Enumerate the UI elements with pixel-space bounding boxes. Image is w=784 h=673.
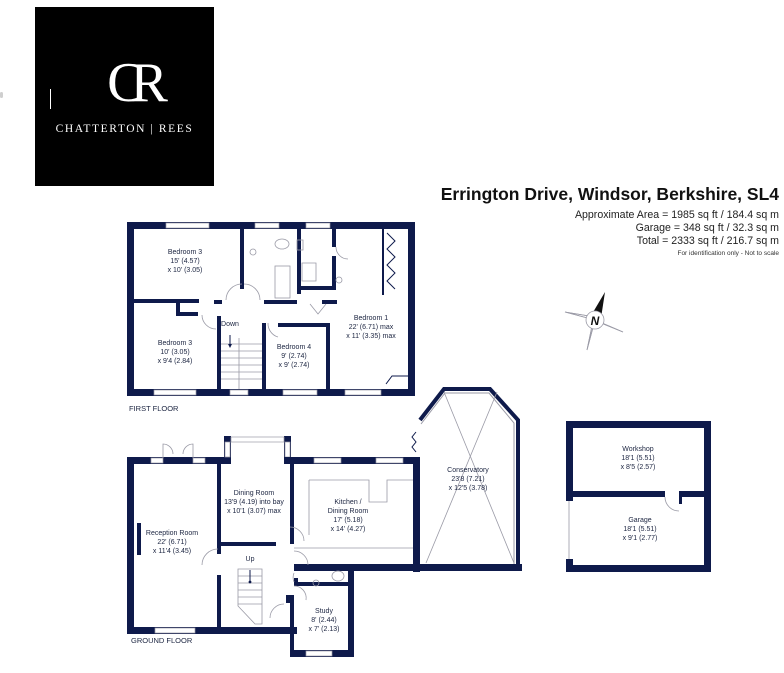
room-dining: Dining Room 13'9 (4.19) into bay x 10'1 …: [224, 490, 284, 515]
svg-text:18'1 (5.51): 18'1 (5.51): [623, 526, 656, 533]
north-compass-icon: N: [564, 292, 624, 351]
room-bedroom-3a: Bedroom 3 15' (4.57) x 10' (3.05): [168, 249, 203, 274]
svg-text:Reception Room: Reception Room: [146, 530, 198, 537]
garage-area: Garage = 348 sq ft / 32.3 sq m: [635, 222, 779, 234]
svg-text:x 14' (4.27): x 14' (4.27): [331, 526, 366, 533]
svg-text:x 11'4 (3.45): x 11'4 (3.45): [153, 548, 191, 555]
svg-text:Workshop: Workshop: [622, 446, 653, 453]
svg-text:N: N: [591, 314, 600, 328]
svg-text:18'1 (5.51): 18'1 (5.51): [621, 455, 654, 462]
room-reception: Reception Room 22' (6.71) x 11'4 (3.45): [146, 530, 198, 555]
svg-text:13'9 (4.19) into bay: 13'9 (4.19) into bay: [224, 499, 284, 506]
room-conservatory: Conservatory 23'8 (7.21) x 12'5 (3.78): [447, 467, 489, 492]
ground-floor-label: GROUND FLOOR: [131, 636, 193, 645]
svg-text:Study: Study: [315, 608, 333, 615]
svg-text:Conservatory: Conservatory: [447, 467, 489, 474]
garage-plan: Workshop 18'1 (5.51) x 8'5 (2.57) Garage…: [566, 421, 711, 572]
svg-text:x 12'5 (3.78): x 12'5 (3.78): [449, 485, 488, 492]
approximate-area: Approximate Area = 1985 sq ft / 184.4 sq…: [574, 209, 779, 221]
room-workshop: Workshop 18'1 (5.51) x 8'5 (2.57): [621, 446, 656, 471]
svg-text:15' (4.57): 15' (4.57): [170, 258, 199, 265]
svg-text:10' (3.05): 10' (3.05): [160, 349, 189, 356]
stairs-up-label: Up: [246, 556, 255, 563]
svg-text:x 9' (2.74): x 9' (2.74): [279, 362, 310, 369]
property-title: Errington Drive, Windsor, Berkshire, SL4: [440, 184, 779, 204]
total-area: Total = 2333 sq ft / 216.7 sq m: [636, 235, 779, 247]
svg-text:x 11' (3.35) max: x 11' (3.35) max: [346, 333, 396, 340]
svg-text:23'8 (7.21): 23'8 (7.21): [451, 476, 484, 483]
scale-disclaimer: For identification only - Not to scale: [677, 250, 779, 257]
edge-marker: [0, 92, 3, 98]
room-bedroom-4: Bedroom 4 9' (2.74) x 9' (2.74): [277, 344, 311, 369]
room-garage: Garage 18'1 (5.51) x 9'1 (2.77): [623, 517, 658, 542]
stairs-down-label: Down: [221, 321, 239, 328]
room-bedroom-1: Bedroom 1 22' (6.71) max x 11' (3.35) ma…: [346, 315, 396, 340]
logo-divider: [50, 89, 51, 109]
stairs-icon: [221, 335, 262, 389]
svg-text:x 8'5 (2.57): x 8'5 (2.57): [621, 464, 656, 471]
svg-text:9' (2.74): 9' (2.74): [281, 353, 306, 360]
first-floor-label: FIRST FLOOR: [129, 404, 179, 413]
svg-text:x 9'1 (2.77): x 9'1 (2.77): [623, 535, 658, 542]
svg-text:Bedroom 3: Bedroom 3: [168, 249, 202, 256]
svg-text:x 10'1 (3.07) max: x 10'1 (3.07) max: [227, 508, 281, 515]
svg-text:x 7' (2.13): x 7' (2.13): [309, 626, 340, 633]
svg-text:8' (2.44): 8' (2.44): [311, 617, 336, 624]
conservatory-outline: [411, 387, 522, 571]
svg-text:Garage: Garage: [628, 517, 651, 524]
svg-text:Kitchen /: Kitchen /: [334, 499, 361, 506]
brand-logo: CR CHATTERTON | REES: [35, 7, 214, 186]
svg-text:Dining Room: Dining Room: [328, 508, 369, 515]
svg-text:Dining Room: Dining Room: [234, 490, 275, 497]
svg-text:22' (6.71): 22' (6.71): [157, 539, 186, 546]
svg-text:22' (6.71) max: 22' (6.71) max: [349, 324, 394, 331]
logo-wordmark: CHATTERTON | REES: [55, 123, 194, 135]
ground-floor-plan: Up Reception Room 22' (6.71) x 11'4 (3.4…: [127, 387, 522, 657]
stairs-icon: [237, 568, 263, 625]
svg-text:Bedroom 1: Bedroom 1: [354, 315, 388, 322]
svg-text:Bedroom 3: Bedroom 3: [158, 340, 192, 347]
svg-text:17' (5.18): 17' (5.18): [333, 517, 362, 524]
logo-monogram: CR: [107, 52, 168, 114]
room-study: Study 8' (2.44) x 7' (2.13): [309, 608, 340, 633]
svg-text:Bedroom 4: Bedroom 4: [277, 344, 311, 351]
room-kitchen-dining: Kitchen / Dining Room 17' (5.18) x 14' (…: [328, 499, 369, 533]
room-bedroom-3b: Bedroom 3 10' (3.05) x 9'4 (2.84): [158, 340, 193, 365]
svg-text:x 9'4 (2.84): x 9'4 (2.84): [158, 358, 193, 365]
first-floor-plan: Down Bedroom 3 15' (4.57) x 10' (3.05) B…: [127, 222, 415, 413]
svg-text:x 10' (3.05): x 10' (3.05): [168, 267, 203, 274]
